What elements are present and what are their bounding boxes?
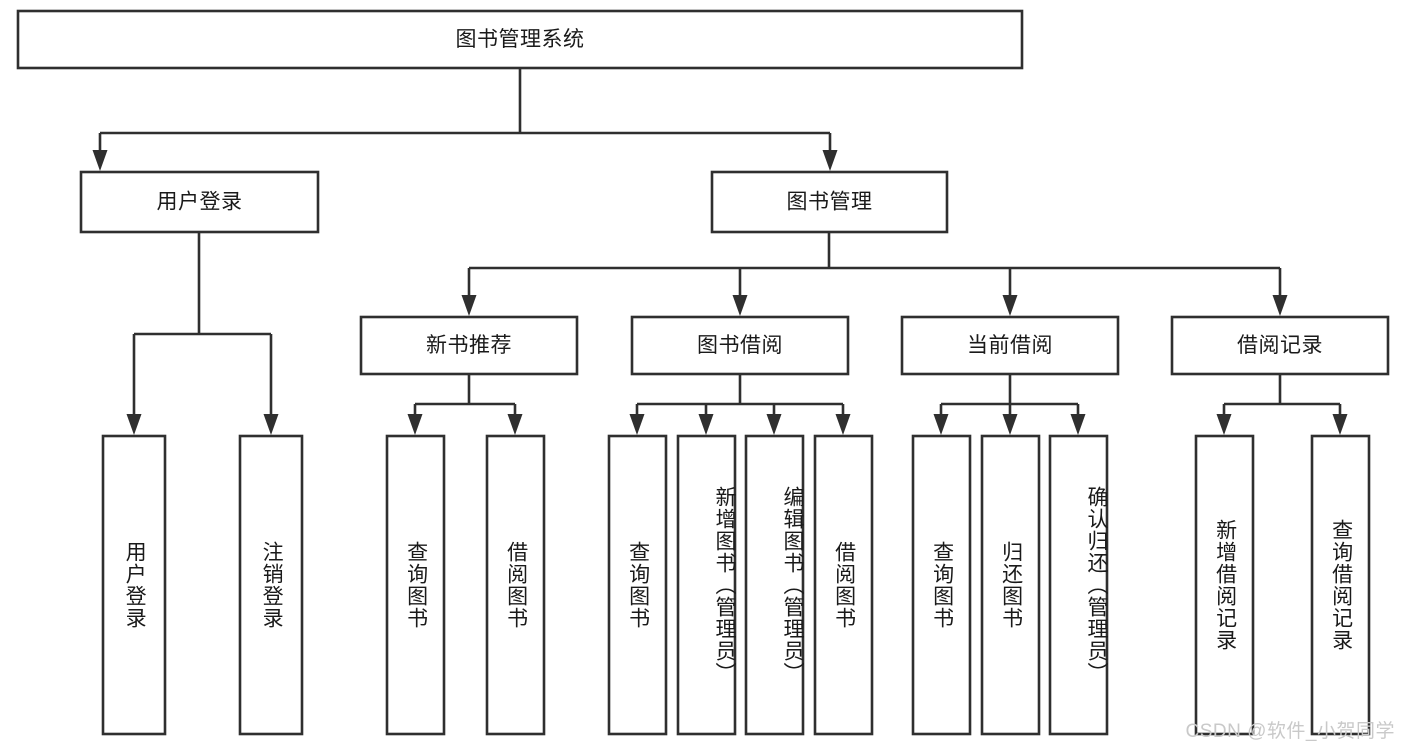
arrow-head-icon [698,414,714,435]
arrow-head-icon [766,414,782,435]
level2-node-label: 用户登录 [157,191,243,214]
node-box-layer [16,9,1390,736]
arrow-head-icon [1332,414,1348,435]
node-box-leaf-borrow-book-rec[interactable] [485,434,546,736]
connector-group-bus-book-manage [461,232,1288,316]
arrow-head-icon [1002,414,1018,435]
node-box-book-manage[interactable] [710,170,949,234]
arrow-head-icon [629,414,645,435]
node-box-leaf-add-book[interactable] [676,434,737,736]
node-box-current-borrow[interactable] [900,315,1120,376]
connector-layer [92,68,1348,435]
node-box-leaf-return-book[interactable] [980,434,1041,736]
level3-node-label: 新书推荐 [426,334,512,357]
connector-group-bus-current-borrow [933,374,1086,435]
watermark-text: CSDN @软件_小贺同学 [1185,721,1395,742]
connector-group-bus-borrow-record [1216,374,1348,435]
node-box-leaf-add-record[interactable] [1194,434,1255,736]
node-box-new-book-rec[interactable] [359,315,579,376]
arrow-head-icon [263,414,279,435]
arrow-head-icon [92,150,108,171]
arrow-head-icon [1070,414,1086,435]
arrow-head-icon [835,414,851,435]
node-box-leaf-user-logout[interactable] [238,434,304,736]
arrow-head-icon [126,414,142,435]
node-box-borrow-record[interactable] [1170,315,1390,376]
node-box-root[interactable] [16,9,1024,70]
level3-node-label: 当前借阅 [967,334,1053,357]
arrow-head-icon [732,295,748,316]
node-box-leaf-user-login[interactable] [101,434,167,736]
arrow-head-icon [1272,295,1288,316]
level2-node-label: 图书管理 [787,191,873,214]
node-box-leaf-borrow-book[interactable] [813,434,874,736]
connector-group-bus-user-login [126,232,279,435]
node-box-leaf-query-book-cur[interactable] [911,434,972,736]
arrow-head-icon [507,414,523,435]
node-box-leaf-query-book-rec[interactable] [385,434,446,736]
connector-group-bus-root [92,68,838,171]
node-box-leaf-query-book-borrow[interactable] [607,434,668,736]
node-box-leaf-query-record[interactable] [1310,434,1371,736]
arrow-head-icon [461,295,477,316]
arrow-head-icon [822,150,838,171]
arrow-head-icon [933,414,949,435]
connector-group-bus-book-borrow [629,374,851,435]
arrow-head-icon [1002,295,1018,316]
arrow-head-icon [1216,414,1232,435]
level3-node-label: 借阅记录 [1237,334,1323,357]
arrow-head-icon [407,414,423,435]
root-node-label: 图书管理系统 [456,28,585,51]
node-box-leaf-edit-book[interactable] [744,434,805,736]
node-box-user-login[interactable] [79,170,320,234]
connector-group-bus-new-book-rec [407,374,523,435]
node-box-book-borrow[interactable] [630,315,850,376]
node-box-leaf-confirm-return[interactable] [1048,434,1109,736]
level3-node-label: 图书借阅 [697,334,783,357]
